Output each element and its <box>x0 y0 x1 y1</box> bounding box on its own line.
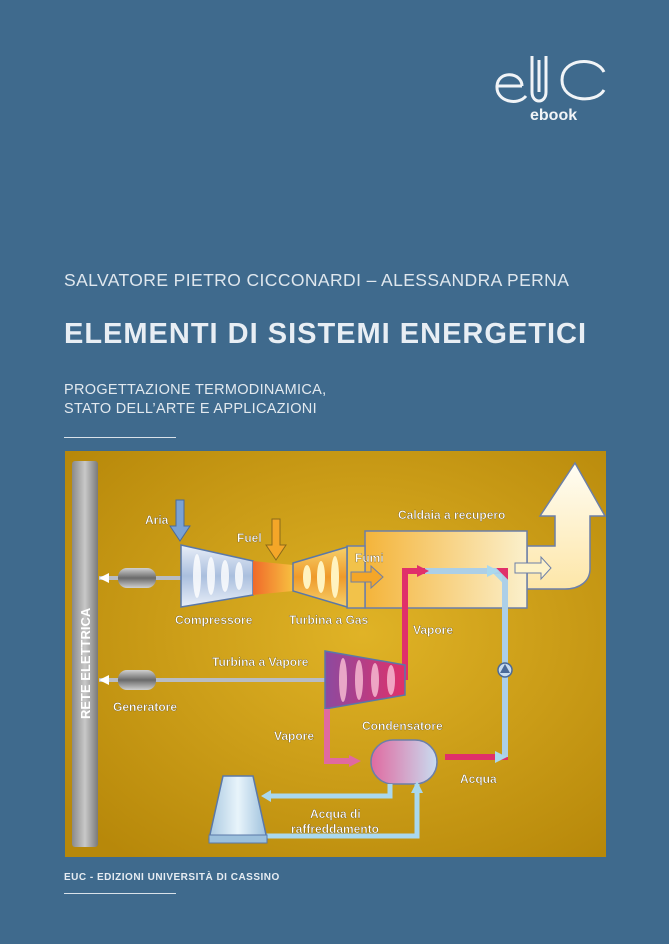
label-turbina-gas: Turbina a Gas <box>289 613 368 627</box>
euc-logo-mark: ebook <box>495 56 606 124</box>
label-fuel: Fuel <box>237 531 262 545</box>
label-generatore: Generatore <box>113 700 177 714</box>
label-vapore-bottom: Vapore <box>274 729 314 743</box>
cooling-out-arrow <box>261 790 271 802</box>
turbine-blade <box>303 565 311 589</box>
compressor-blade <box>221 560 229 592</box>
compressor-blade <box>235 562 243 590</box>
subtitle-line-1: PROGETTAZIONE TERMODINAMICA, <box>64 382 327 398</box>
condensatore <box>370 739 438 785</box>
subtitle-line-2: STATO DELL’ARTE E APPLICAZIONI <box>64 401 317 417</box>
label-acqua-raff-1: Acqua di <box>310 807 361 821</box>
arrow-to-grid-1 <box>99 573 109 583</box>
label-acqua: Acqua <box>460 772 497 786</box>
compressor-blade <box>193 554 201 598</box>
label-vapore-top: Vapore <box>413 623 453 637</box>
diagram-svg: RETE ELETTRICA <box>65 451 607 857</box>
label-caldaia: Caldaia a recupero <box>398 508 505 522</box>
exhaust-flow-arrow <box>514 555 552 581</box>
cooling-out-pipe <box>265 784 393 799</box>
arrow-to-grid-2 <box>99 675 109 685</box>
label-compressore: Compressore <box>175 613 253 627</box>
label-aria: Aria <box>145 513 169 527</box>
cooling-in-arrow <box>411 781 423 793</box>
compressor-blade <box>207 557 215 595</box>
combustion-chamber <box>253 561 293 595</box>
steam-to-condenser-pipe <box>324 709 355 764</box>
steam-pipe-hot <box>402 568 508 760</box>
turbine-blade <box>331 556 339 598</box>
fumi-arrow <box>350 564 384 590</box>
euc-ebook-logo: ebook <box>492 52 608 124</box>
logo-subtext: ebook <box>530 107 577 124</box>
publisher-name: EUC - EDIZIONI UNIVERSITÀ DI CASSINO <box>64 872 280 883</box>
steam-blade <box>371 663 379 697</box>
book-title: ELEMENTI DI SISTEMI ENERGETICI <box>64 318 588 350</box>
pump-arrow-icon <box>500 664 510 673</box>
fuel-arrow <box>265 518 287 561</box>
turbine-blade <box>317 561 325 593</box>
rete-elettrica-label: RETE ELETTRICA <box>78 607 93 719</box>
water-arrow-bottom <box>495 751 507 763</box>
book-authors: SALVATORE PIETRO CICCONARDI – ALESSANDRA… <box>64 270 570 290</box>
generator-1 <box>118 568 156 588</box>
exhaust-chimney <box>526 461 607 590</box>
cooling-in-pipe <box>265 784 420 839</box>
steam-blade <box>355 660 363 700</box>
label-turbina-vapore: Turbina a Vapore <box>212 655 309 669</box>
water-arrow-top <box>487 565 499 577</box>
steam-blade <box>387 665 395 695</box>
steam-arrow <box>417 565 429 577</box>
cooling-tower-base <box>208 834 268 844</box>
steam-to-condenser-arrow <box>349 755 361 767</box>
book-subtitle: PROGETTAZIONE TERMODINAMICA, STATO DELL’… <box>64 381 326 419</box>
divider-bottom <box>64 893 176 894</box>
aria-arrow <box>169 499 191 542</box>
generator-2 <box>118 670 156 690</box>
steam-blade <box>339 658 347 702</box>
divider-top <box>64 437 176 438</box>
rete-elettrica-bar <box>72 461 98 847</box>
label-condensatore: Condensatore <box>362 719 443 733</box>
combined-cycle-diagram: RETE ELETTRICA <box>65 451 607 857</box>
label-fumi: Fumi <box>355 551 384 565</box>
label-acqua-raff-2: raffreddamento <box>291 822 379 836</box>
